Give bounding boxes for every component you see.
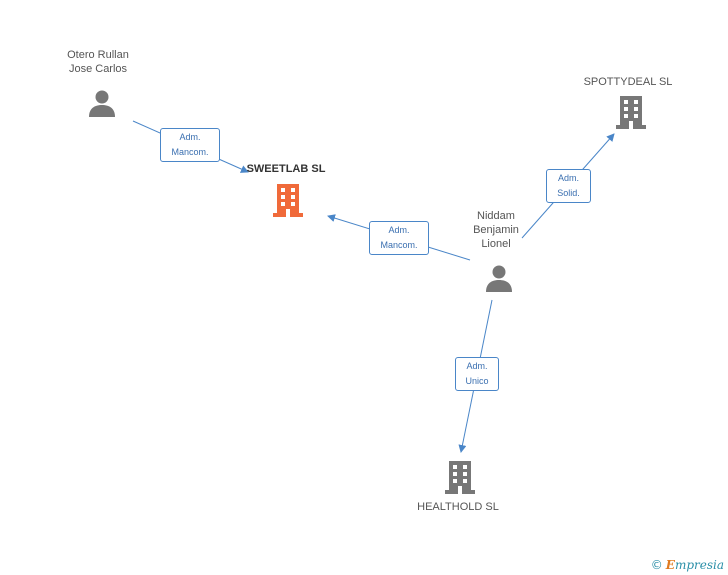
brand-name: mpresia: [674, 558, 724, 572]
edge-label-otero-sweetlab: Adm. Mancom.: [160, 128, 220, 162]
otero-name-line1: Otero Rullan: [67, 49, 129, 61]
edge-label-line1: Adm.: [388, 225, 410, 235]
otero-name: Otero Rullan Jose Carlos: [58, 48, 138, 76]
spottydeal-name[interactable]: SPOTTYDEAL SL: [583, 76, 673, 88]
edge-label-niddam-spottydeal: Adm. Solid.: [546, 169, 591, 203]
edge-label-niddam-sweetlab: Adm. Mancom.: [369, 221, 429, 255]
edge-label-line2: Solid.: [557, 188, 580, 198]
edge-label-niddam-healthold: Adm. Unico: [455, 357, 499, 391]
person-icon[interactable]: [87, 89, 117, 119]
niddam-name-line3: Lionel: [481, 238, 511, 250]
person-icon[interactable]: [484, 264, 514, 294]
edge-label-line1: Adm.: [466, 361, 488, 371]
edge-label-line1: Adm.: [179, 132, 201, 142]
edge-label-line2: Mancom.: [171, 147, 209, 157]
copyright-icon: ©: [650, 558, 663, 572]
healthold-name[interactable]: HEALTHOLD SL: [417, 501, 499, 513]
building-icon[interactable]: [272, 183, 304, 217]
building-icon[interactable]: [615, 95, 647, 129]
niddam-name-line1: Niddam: [477, 210, 515, 222]
brand-initial: E: [665, 558, 675, 572]
edge-label-line2: Unico: [465, 376, 489, 386]
otero-name-line2: Jose Carlos: [68, 63, 128, 75]
niddam-name-line2: Benjamin: [473, 224, 519, 236]
building-icon[interactable]: [444, 460, 476, 494]
edge-label-line1: Adm.: [557, 173, 579, 183]
sweetlab-name[interactable]: SWEETLAB SL: [246, 163, 326, 175]
niddam-name: Niddam Benjamin Lionel: [460, 209, 532, 251]
edge-label-line2: Mancom.: [380, 240, 418, 250]
empresia-logo[interactable]: ©Empresia: [651, 558, 724, 572]
